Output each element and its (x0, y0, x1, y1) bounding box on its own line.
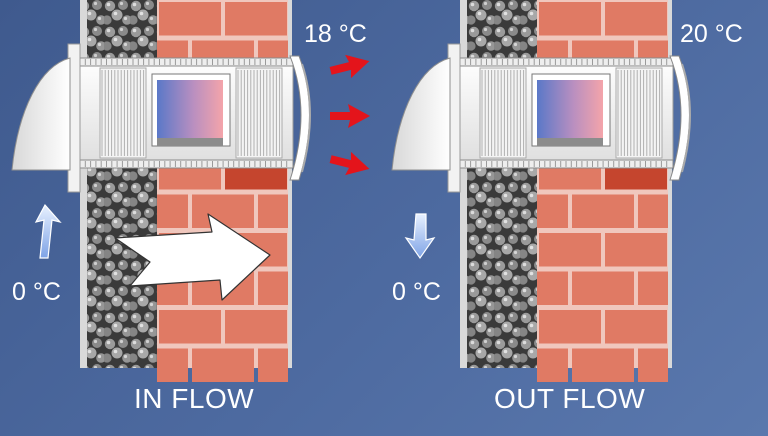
right-outside-temp: 0 °C (392, 278, 441, 306)
right-caption: OUT FLOW (494, 383, 646, 414)
heat-core-base (157, 138, 223, 146)
heat-core-icon (157, 80, 223, 138)
indoor-air-arrow (329, 54, 370, 79)
wall-outer-edge (460, 0, 467, 368)
insulation-layer (467, 0, 537, 368)
right-inside-temp: 20 °C (680, 20, 743, 48)
panel-in-flow (11, 0, 370, 382)
panel-out-flow (391, 0, 691, 382)
ventilation-unit (457, 55, 691, 181)
outdoor-hood (11, 57, 71, 171)
brick-wall (537, 0, 670, 382)
brick-wall (157, 0, 290, 382)
indoor-air-arrow (329, 151, 370, 176)
heat-core-base (537, 138, 603, 146)
outdoor-air-arrow (34, 203, 62, 259)
ventilation-unit (77, 55, 311, 181)
wall-inner-edge (288, 0, 292, 368)
left-outside-temp: 0 °C (12, 278, 61, 306)
heat-core-icon (537, 80, 603, 138)
indoor-air-arrow (330, 104, 370, 128)
main-airflow-arrow (114, 213, 271, 301)
insulation-layer (87, 0, 157, 368)
outdoor-hood (391, 57, 451, 171)
left-caption: IN FLOW (134, 383, 255, 414)
wall-inner-edge (668, 0, 672, 368)
wall-outer-edge (80, 0, 87, 368)
left-inside-temp: 18 °C (304, 20, 367, 48)
outdoor-air-arrow (404, 213, 436, 260)
